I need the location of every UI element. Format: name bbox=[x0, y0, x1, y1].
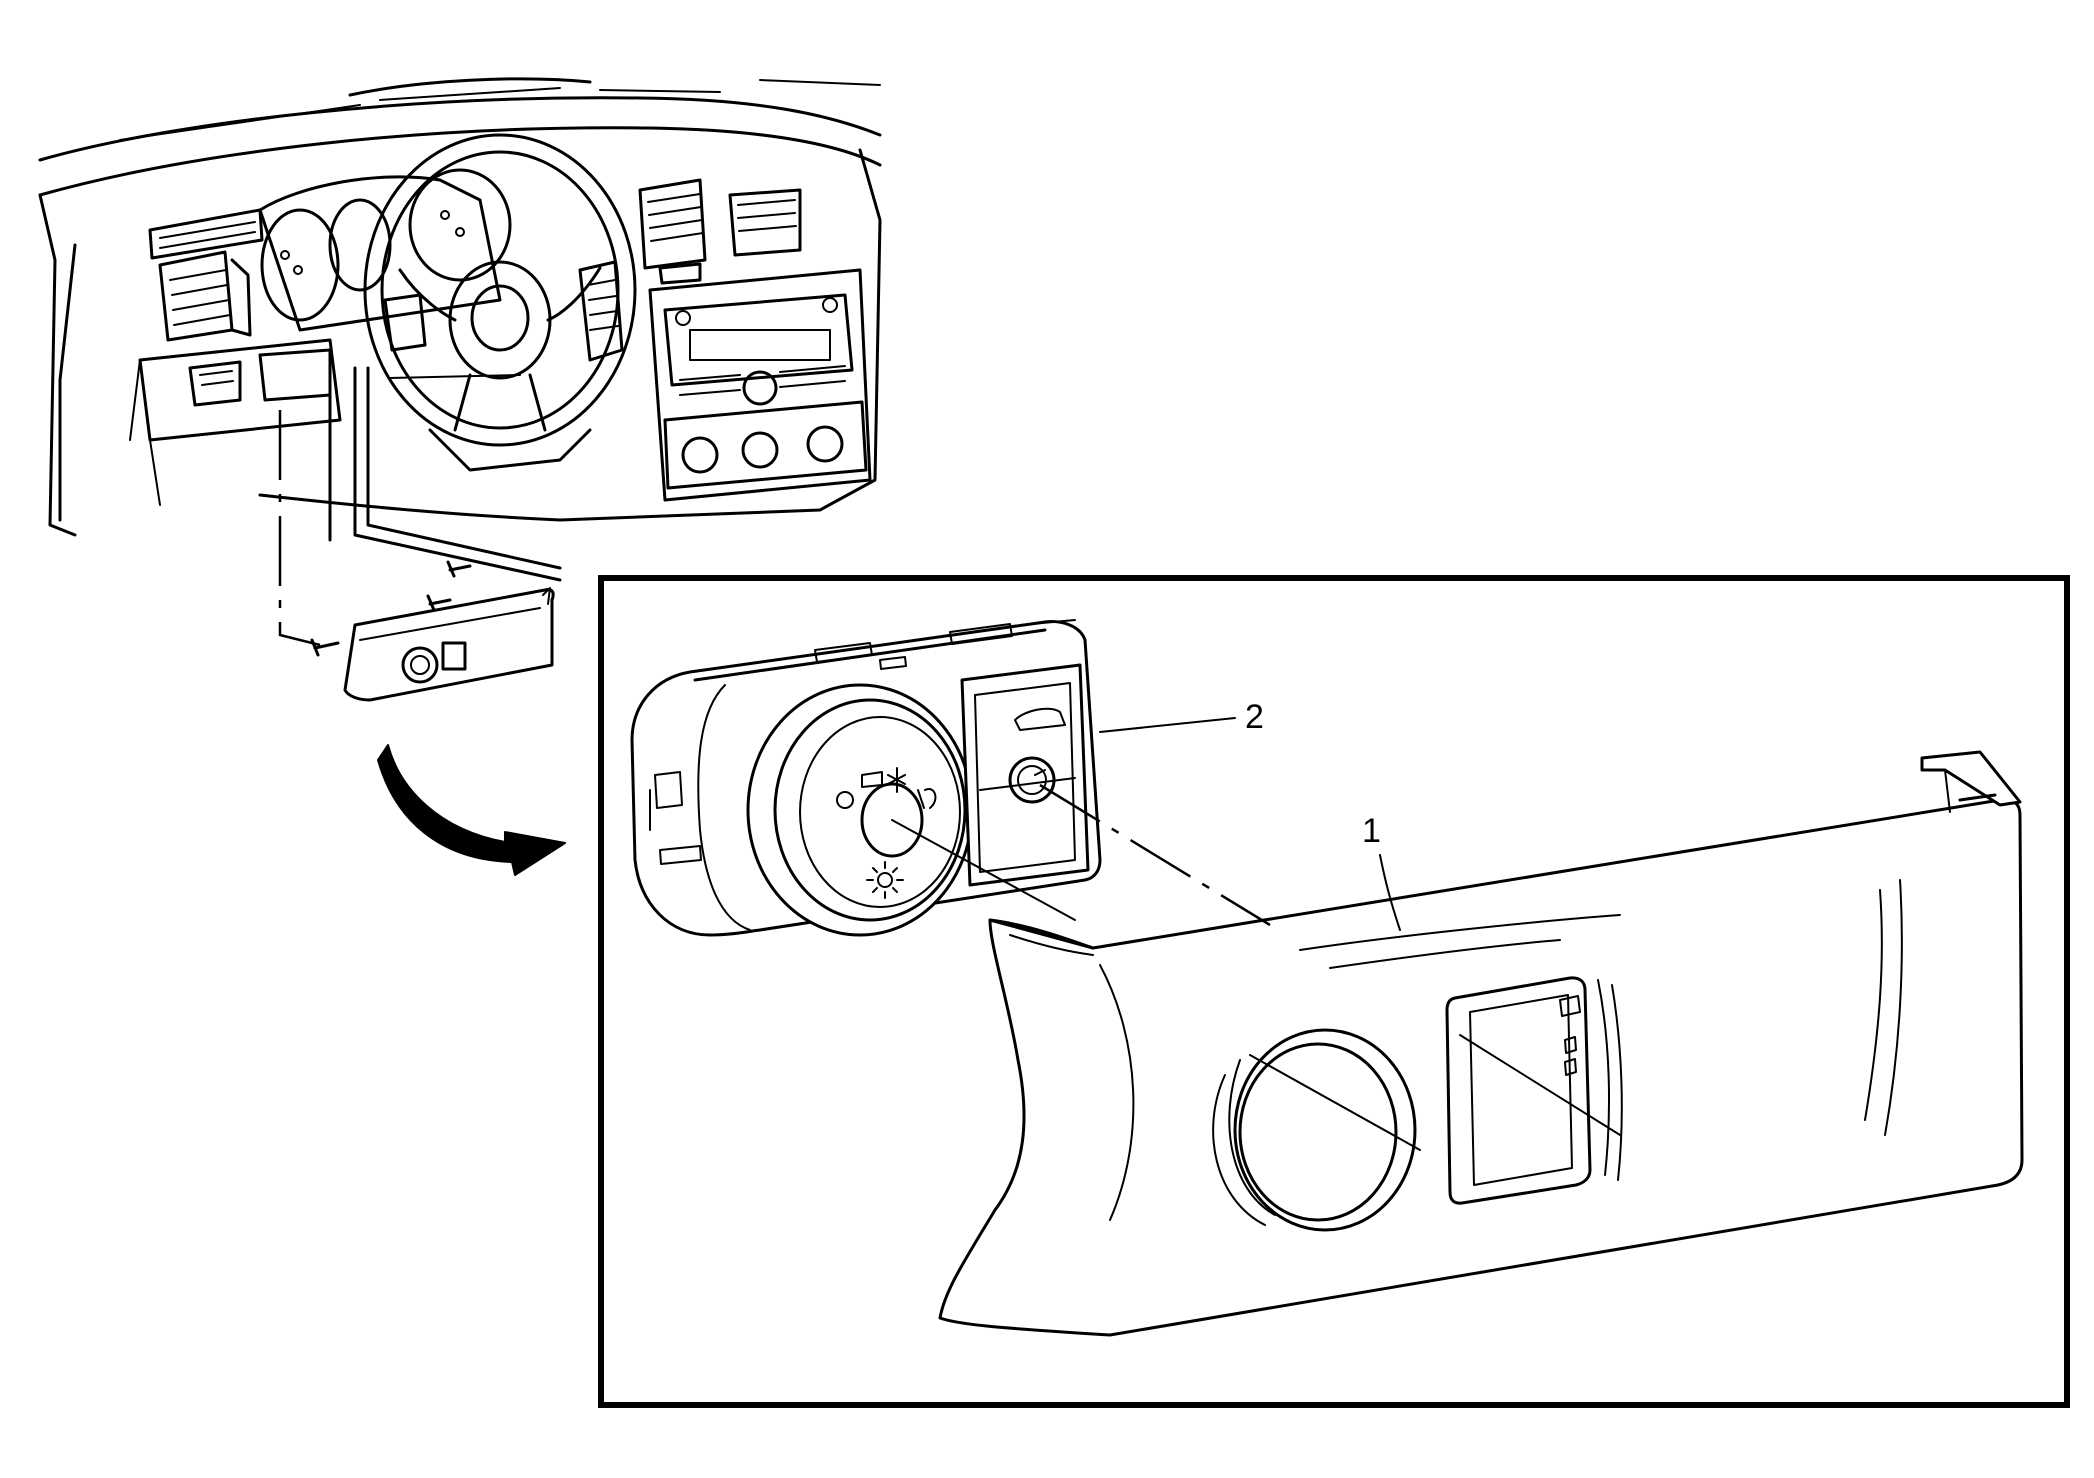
alignment-lines bbox=[891, 717, 1621, 1151]
steering-wheel bbox=[363, 133, 637, 447]
headlamp-switch-assembly bbox=[630, 619, 1102, 937]
curved-arrow-icon bbox=[377, 744, 566, 876]
detail-inset-frame bbox=[598, 575, 2070, 1408]
instrument-panel-overview bbox=[38, 77, 882, 647]
center-vents bbox=[638, 178, 802, 285]
switch-opening-in-dash bbox=[129, 338, 342, 506]
callout-2: 2 bbox=[1245, 698, 1264, 736]
small-trim-panel-exploded bbox=[310, 560, 555, 702]
instrument-cluster bbox=[258, 168, 512, 332]
left-vent bbox=[158, 250, 252, 342]
instrument-panel-trim-panel bbox=[938, 750, 2024, 1337]
callout-1: 1 bbox=[1362, 812, 1381, 850]
radio-control-head bbox=[648, 268, 872, 502]
